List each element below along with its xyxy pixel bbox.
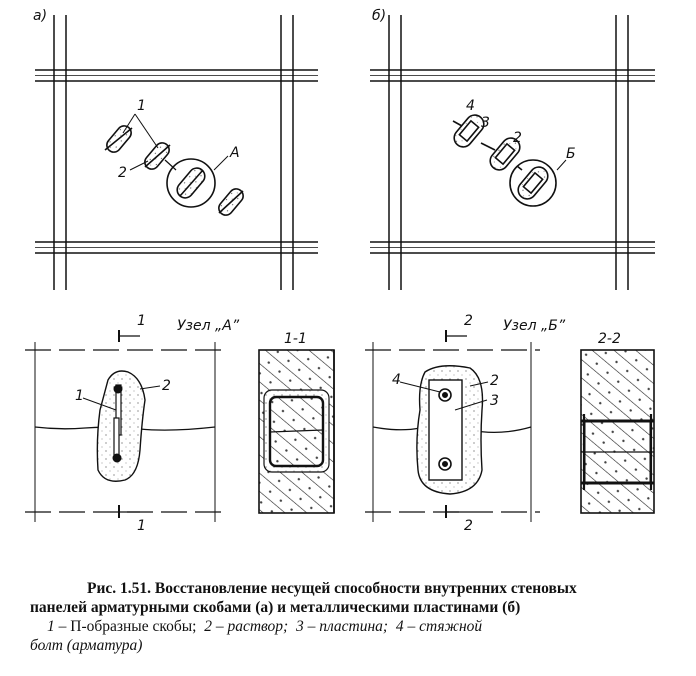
panel-a-brackets [104, 113, 244, 216]
panel-a-wall-grid [35, 15, 318, 290]
legend-1-number: 1 [47, 618, 55, 635]
section-2-title: 2-2 [598, 331, 621, 347]
section-mark-2-bottom: 2 [464, 518, 473, 534]
section-mark-1-top: 1 [137, 313, 146, 329]
caption-line-1: Рис. 1.51. Восстановление несущей способ… [0, 580, 696, 598]
caption-title-2: панелей арматурными скобами (а) и металл… [30, 599, 521, 616]
caption-title-1: Восстановление несущей способности внутр… [154, 580, 577, 597]
callout-2: 2 [513, 130, 522, 146]
caption-legend: 1 – П-образные скобы; 2 – раствор; 3 – п… [0, 618, 696, 636]
node-b-title: Узел „Б” [503, 318, 566, 334]
caption-legend-cont: болт (арматура) [0, 637, 696, 655]
caption-line-2: панелей арматурными скобами (а) и металл… [0, 599, 696, 617]
node-b-callout: Б [566, 146, 576, 162]
legend-2: 2 – раствор; [204, 618, 289, 635]
section-mark-2-top: 2 [464, 313, 473, 329]
callout-4: 4 [466, 98, 475, 114]
legend-1-text: – П-образные скобы; [58, 618, 197, 635]
panel-a-label: а) [33, 8, 47, 24]
node-b-callout-3: 3 [490, 393, 499, 409]
panel-b-wall-grid [370, 15, 655, 290]
callout-2: 2 [118, 165, 127, 181]
panel-b-label: б) [372, 8, 386, 24]
callout-3: 3 [481, 115, 490, 131]
section-1-1-detail [258, 349, 335, 514]
callout-1: 1 [137, 98, 146, 114]
node-a-title: Узел „А” [177, 318, 240, 334]
node-a-detail [25, 342, 222, 522]
legend-4: 4 – стяжной [395, 618, 483, 635]
node-b-callout-4: 4 [392, 372, 401, 388]
section-mark-1-bottom: 1 [137, 518, 146, 534]
node-a-callout-1: 1 [75, 388, 84, 404]
legend-3: 3 – пластина; [295, 618, 389, 635]
node-a-callout-2: 2 [162, 378, 171, 394]
panel-b-plates [452, 114, 567, 207]
legend-4-cont: болт (арматура) [30, 637, 143, 654]
node-b-callout-2: 2 [490, 373, 499, 389]
section-1-title: 1-1 [284, 331, 307, 347]
node-b-detail [365, 342, 540, 522]
section-2-2-detail [580, 349, 655, 514]
figure-number: Рис. 1.51. [87, 580, 152, 597]
node-a-callout: А [229, 145, 240, 161]
